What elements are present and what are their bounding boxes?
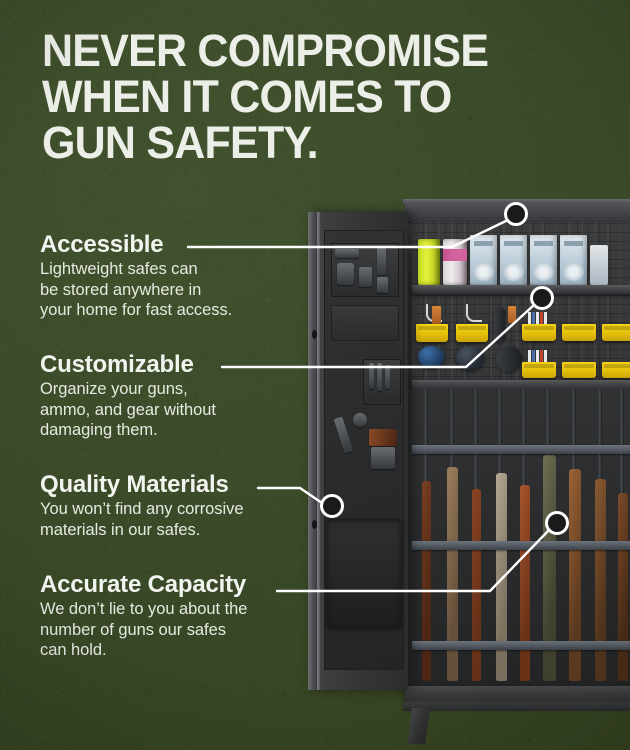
feature-body: We don’t lie to you about the number of … — [40, 599, 340, 661]
ammo-item — [432, 306, 441, 324]
feature-body-line: materials in our safes. — [40, 520, 201, 539]
solvent-can-yellow — [418, 239, 440, 285]
feature-title: Customizable — [40, 351, 194, 378]
ammo-box-3 — [530, 235, 557, 285]
solvent-can-magenta — [443, 239, 467, 285]
feature-body-line: Lightweight safes can — [40, 260, 198, 278]
safe-door-edge — [308, 212, 317, 690]
callout-marker-quality[interactable] — [320, 494, 344, 518]
ammo-item — [508, 306, 516, 323]
tool-item — [353, 413, 367, 427]
rifle-stock-wood — [520, 485, 530, 681]
feature-title: Accessible — [40, 231, 164, 258]
feature-body-line: We don’t lie to you about the — [40, 600, 248, 618]
rifle-barrel — [546, 389, 550, 485]
holster-item — [371, 447, 395, 469]
accessory-bin-row — [412, 302, 630, 380]
yellow-bin — [456, 324, 488, 342]
feature-body-line: ammo, and gear without — [40, 400, 216, 419]
safe-base-lip — [403, 702, 630, 711]
callout-marker-customizable[interactable] — [530, 286, 554, 310]
rifle-barrel — [598, 389, 602, 497]
headline-line-1: NEVER COMPROMISE — [42, 25, 489, 76]
tool-item — [369, 363, 374, 389]
feature-block-quality-materials: Quality Materials You won’t find any cor… — [40, 471, 340, 540]
feature-title: Accurate Capacity — [40, 571, 247, 598]
pistol-item — [337, 263, 354, 285]
yellow-bin — [602, 362, 630, 378]
feature-body: You won’t find any corrosive materials i… — [40, 499, 340, 540]
shelf-lower — [412, 380, 630, 389]
feature-body: Lightweight safes can be stored anywhere… — [40, 259, 340, 321]
feature-body-line: can hold. — [40, 641, 107, 659]
safe-top-lip — [403, 199, 630, 204]
headline-line-2: WHEN IT COMES TO — [42, 71, 452, 122]
ear-protection — [456, 346, 484, 370]
feature-block-customizable: Customizable Organize your guns, ammo, a… — [40, 351, 340, 441]
ear-protection — [418, 346, 444, 368]
yellow-bin — [522, 362, 556, 378]
flashlight-item — [377, 247, 386, 275]
door-hinge — [312, 330, 317, 339]
page-title: NEVER COMPROMISE WHEN IT COMES TO GUN SA… — [42, 28, 577, 166]
feature-body-line: your home for fast access. — [40, 301, 233, 319]
safe-base — [405, 686, 630, 706]
rifle-barrel — [498, 389, 502, 493]
rifle-stock-wood — [422, 481, 431, 681]
holstered-pistol — [369, 429, 397, 446]
shelf-pouch — [590, 245, 608, 285]
safe-leg — [408, 708, 430, 744]
rack-bar — [412, 641, 630, 650]
rack-bar — [412, 445, 630, 454]
callout-marker-capacity[interactable] — [545, 511, 569, 535]
top-shelf-items — [412, 225, 630, 285]
pistol-item — [335, 249, 359, 258]
shelf-upper — [412, 285, 630, 294]
callout-marker-accessible[interactable] — [504, 202, 528, 226]
rifle-rack — [412, 389, 630, 689]
safe-door-edge-highlight — [317, 212, 320, 690]
rifle-barrel — [424, 389, 428, 519]
feature-body-line: number of guns our safes — [40, 620, 226, 639]
hook-icon — [466, 304, 482, 322]
magazine-item — [377, 277, 388, 293]
yellow-bin — [602, 324, 630, 341]
feature-title: Quality Materials — [40, 471, 229, 498]
rifle-stock-wood — [618, 493, 628, 681]
yellow-bin — [562, 362, 596, 378]
coiled-item — [496, 346, 522, 372]
rifle-stock-wood — [472, 489, 481, 681]
feature-block-accurate-capacity: Accurate Capacity We don’t lie to you ab… — [40, 571, 340, 661]
ammo-box-1 — [470, 235, 497, 285]
ammo-box-2 — [500, 235, 527, 285]
yellow-bin — [522, 324, 556, 341]
yellow-bin — [562, 324, 596, 341]
rifle-barrel — [474, 389, 478, 529]
yellow-bin — [416, 324, 448, 342]
rifle-barrel — [620, 389, 624, 523]
feature-body-line: be stored anywhere in — [40, 280, 202, 299]
feature-block-accessible: Accessible Lightweight safes can be stor… — [40, 231, 340, 321]
door-pocket — [331, 305, 399, 341]
pistol-item — [359, 267, 372, 287]
rack-bar — [412, 541, 630, 550]
door-hinge — [312, 520, 317, 529]
tool-item — [385, 365, 390, 389]
gun-safe-photo — [300, 190, 630, 750]
rifle-stock-wood — [569, 469, 581, 681]
spray-can — [494, 308, 505, 342]
feature-body: Organize your guns, ammo, and gear witho… — [40, 379, 340, 441]
tool-item — [377, 363, 382, 391]
feature-body-line: damaging them. — [40, 421, 158, 439]
headline-line-3: GUN SAFETY. — [42, 117, 319, 168]
ammo-box-4 — [560, 235, 587, 285]
feature-body-line: Organize your guns, — [40, 380, 188, 398]
rifle-stock-wood — [595, 479, 606, 681]
feature-body-line: You won’t find any corrosive — [40, 500, 244, 518]
